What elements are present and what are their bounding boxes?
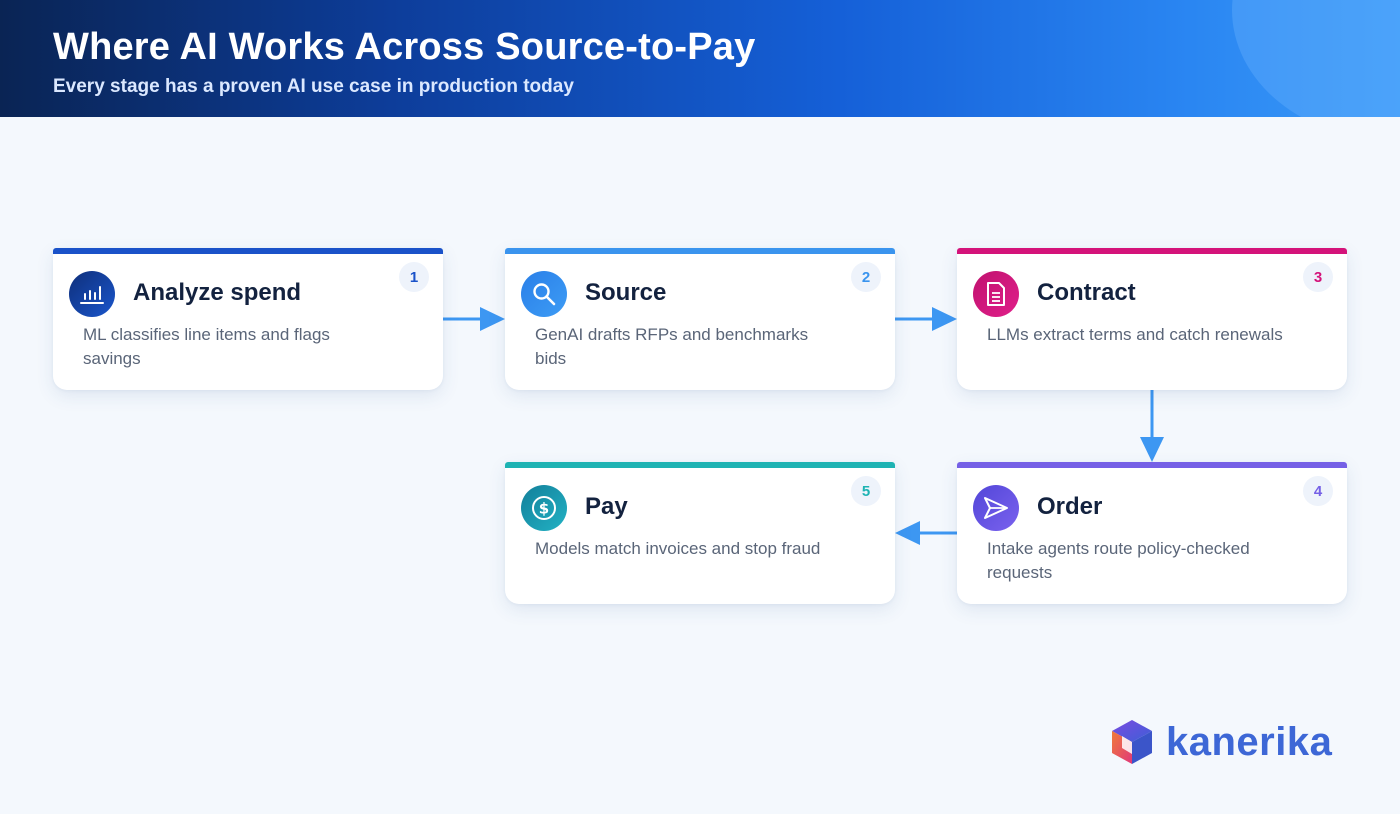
card-accent-bar xyxy=(957,462,1347,468)
bar-chart-icon xyxy=(69,271,115,317)
page-title: Where AI Works Across Source-to-Pay xyxy=(53,26,756,68)
stage-title: Contract xyxy=(1037,279,1136,306)
stage-description: LLMs extract terms and catch renewals xyxy=(987,325,1283,344)
stage-description: ML classifies line items and flags savin… xyxy=(83,325,330,368)
stage-title: Order xyxy=(1037,493,1103,520)
page-subtitle: Every stage has a proven AI use case in … xyxy=(53,76,574,97)
stage-card-source: Source GenAI drafts RFPs and benchmarks … xyxy=(505,248,895,390)
document-icon xyxy=(973,271,1019,317)
decorative-circle xyxy=(1232,0,1400,117)
brand-logo: kanerika xyxy=(1108,714,1332,770)
stage-number-badge: 4 xyxy=(1303,476,1333,506)
send-icon xyxy=(973,485,1019,531)
search-icon xyxy=(521,271,567,317)
stage-card-pay: $ Pay Models match invoices and stop fra… xyxy=(505,462,895,604)
arrow-3-to-4 xyxy=(1140,390,1164,462)
stage-title: Pay xyxy=(585,493,628,520)
arrow-2-to-3 xyxy=(895,307,957,331)
svg-text:$: $ xyxy=(539,500,549,518)
stage-number-badge: 3 xyxy=(1303,262,1333,292)
card-accent-bar xyxy=(505,248,895,254)
stage-number-badge: 2 xyxy=(851,262,881,292)
stage-card-order: Order Intake agents route policy-checked… xyxy=(957,462,1347,604)
brand-name: kanerika xyxy=(1166,719,1333,764)
card-accent-bar xyxy=(505,462,895,468)
card-accent-bar xyxy=(957,248,1347,254)
dollar-icon: $ xyxy=(521,485,567,531)
stage-description: GenAI drafts RFPs and benchmarks bids xyxy=(535,325,809,368)
stage-title: Source xyxy=(585,279,667,306)
stage-card-contract: Contract LLMs extract terms and catch re… xyxy=(957,248,1347,390)
stage-description: Intake agents route policy-checked reque… xyxy=(987,539,1250,582)
arrow-4-to-5 xyxy=(895,521,957,545)
stage-card-analyze-spend: Analyze spend ML classifies line items a… xyxy=(53,248,443,390)
stage-description: Models match invoices and stop fraud xyxy=(535,539,821,558)
arrow-1-to-2 xyxy=(443,307,505,331)
card-accent-bar xyxy=(53,248,443,254)
header-banner: Where AI Works Across Source-to-Pay Ever… xyxy=(0,0,1400,117)
stage-number-badge: 1 xyxy=(399,262,429,292)
stage-title: Analyze spend xyxy=(133,279,302,306)
cube-logo-icon xyxy=(1112,720,1152,764)
stage-number-badge: 5 xyxy=(851,476,881,506)
